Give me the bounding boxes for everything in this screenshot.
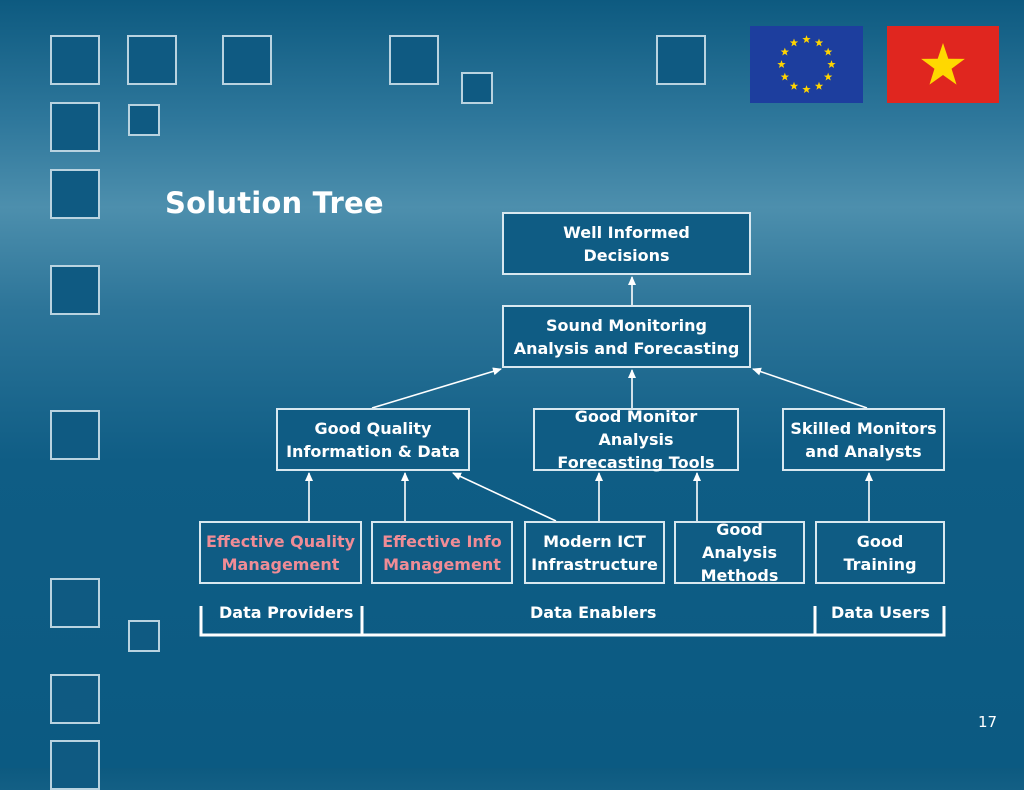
- arrow-skilled-to-middle: [752, 367, 868, 409]
- slide-title: Solution Tree: [165, 186, 384, 220]
- decor-square: [656, 35, 706, 85]
- decor-square: [128, 620, 160, 652]
- decor-square: [50, 265, 100, 315]
- group-label-enablers: Data Enablers: [530, 603, 657, 622]
- eu-star: [814, 81, 824, 90]
- eu-star: [780, 47, 790, 56]
- vietnam-flag-icon: [887, 26, 999, 103]
- eu-star: [827, 60, 836, 69]
- eu-star: [814, 38, 824, 47]
- eu-star: [789, 81, 799, 90]
- group-label-providers: Data Providers: [219, 603, 354, 622]
- decor-square: [127, 35, 177, 85]
- decor-square: [50, 410, 100, 460]
- decor-square: [128, 104, 160, 136]
- arrow-quality-to-middle: [371, 367, 502, 409]
- eu-star: [777, 60, 786, 69]
- arrow-ict-to-quality: [452, 472, 557, 522]
- node-effective-info-management: Effective Info Management: [371, 521, 513, 584]
- eu-star: [802, 85, 811, 94]
- decor-square: [50, 35, 100, 85]
- eu-star: [802, 35, 811, 44]
- eu-flag-stars: [777, 35, 836, 94]
- bracket-baseline: [199, 606, 946, 637]
- decor-square: [389, 35, 439, 85]
- node-skilled-monitors: Skilled Monitors and Analysts: [782, 408, 945, 471]
- node-modern-ict: Modern ICT Infrastructure: [524, 521, 665, 584]
- group-bracket: [199, 606, 946, 637]
- node-analysis-methods: Good Analysis Methods: [674, 520, 805, 585]
- decor-square: [50, 102, 100, 152]
- group-label-users: Data Users: [831, 603, 930, 622]
- page-number: 17: [978, 713, 998, 731]
- decor-square: [50, 674, 100, 724]
- node-well-informed-decisions: Well Informed Decisions: [502, 212, 751, 275]
- decor-square: [461, 72, 493, 104]
- vietnam-flag-star: [921, 43, 965, 85]
- node-effective-quality-management: Effective Quality Management: [199, 521, 362, 584]
- eu-star: [780, 72, 790, 81]
- node-sound-monitoring: Sound Monitoring Analysis and Forecastin…: [502, 305, 751, 368]
- eu-star: [823, 72, 833, 81]
- eu-flag-icon: [750, 26, 863, 103]
- decor-square: [50, 578, 100, 628]
- node-good-training: Good Training: [815, 521, 945, 584]
- connector-layer: [199, 276, 946, 637]
- decor-square: [222, 35, 272, 85]
- eu-star: [823, 47, 833, 56]
- eu-star: [789, 38, 799, 47]
- node-good-quality-info: Good Quality Information & Data: [276, 408, 470, 471]
- decor-square: [50, 169, 100, 219]
- node-monitor-tools: Good Monitor Analysis Forecasting Tools: [533, 407, 739, 472]
